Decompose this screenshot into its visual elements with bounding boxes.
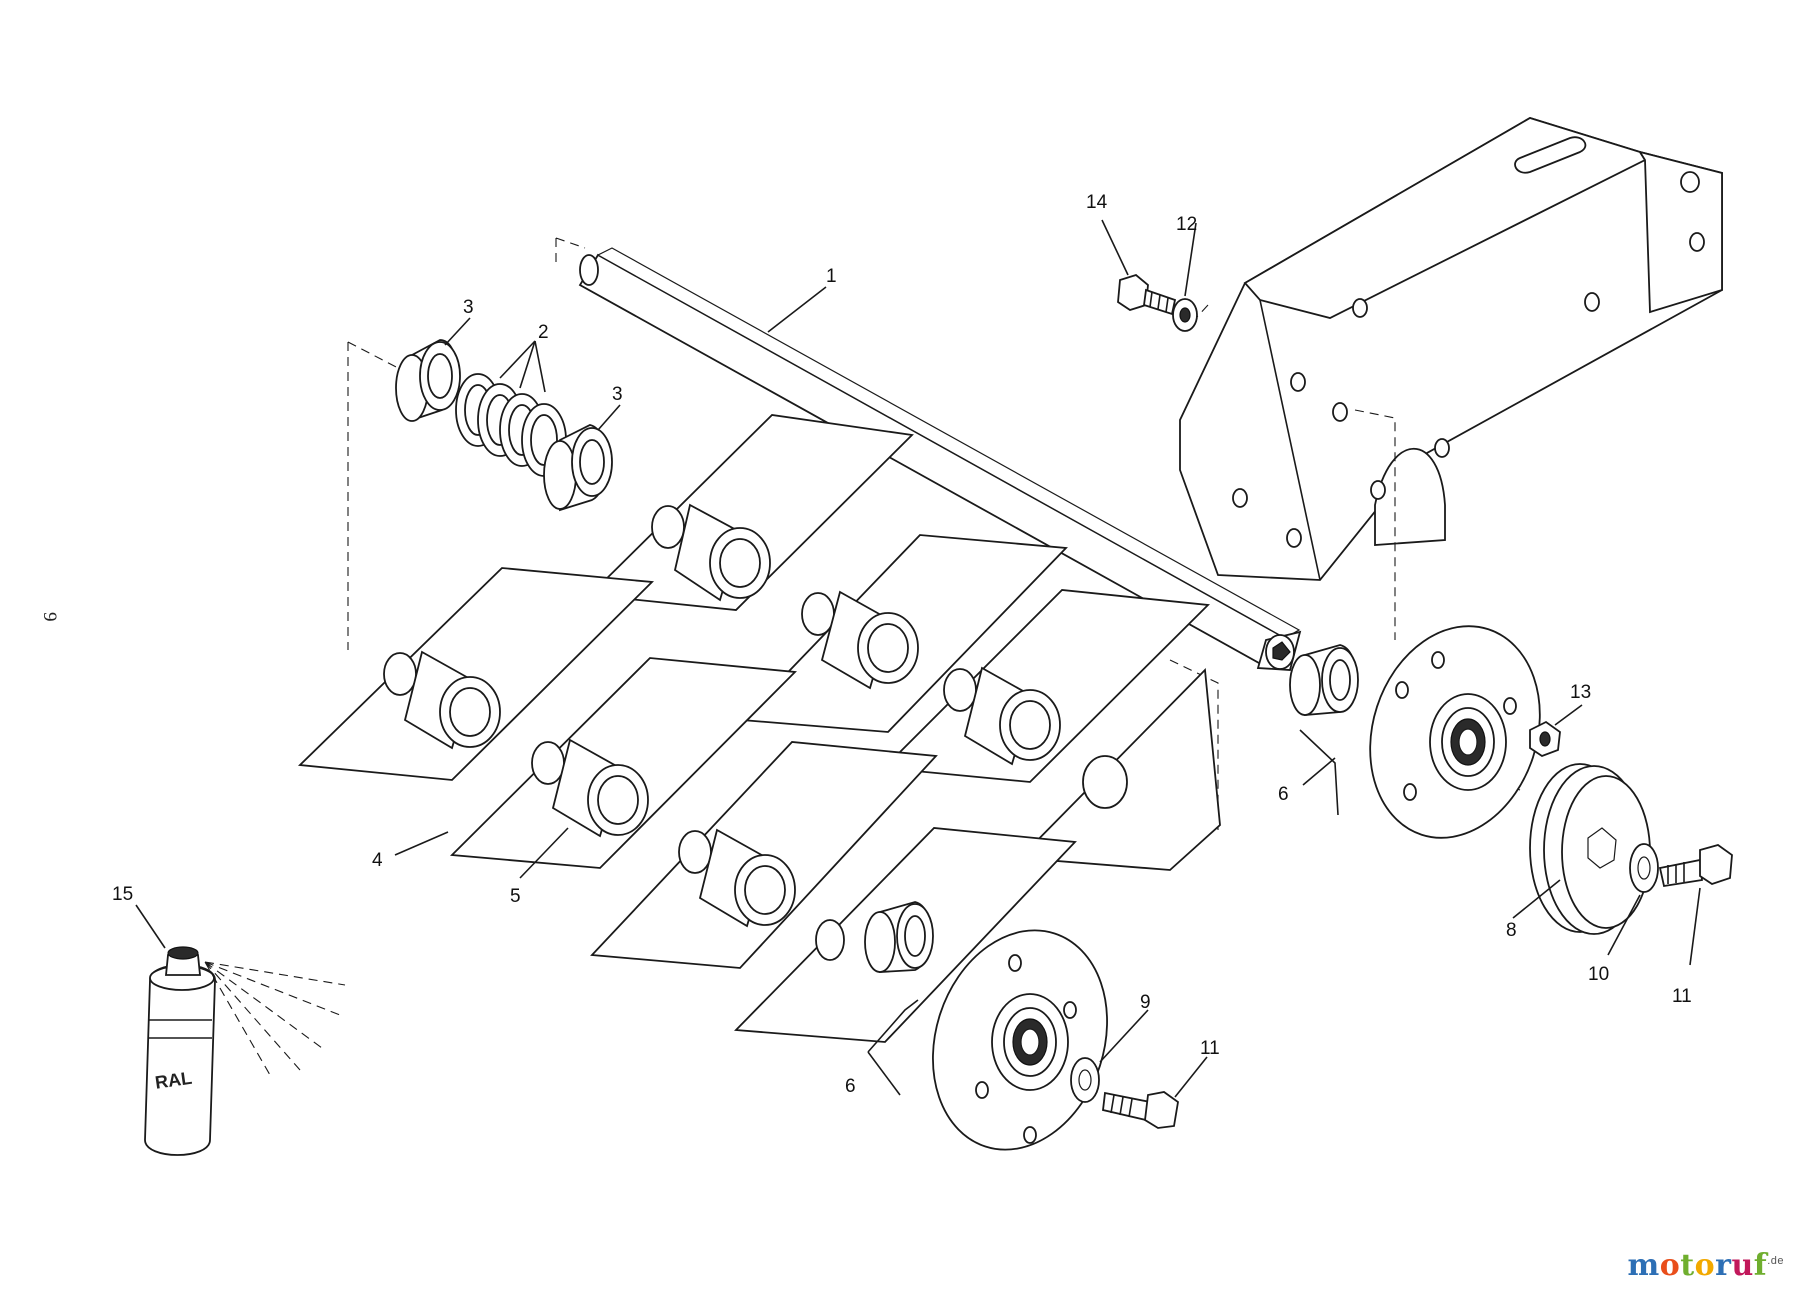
callout-13: 13 — [1570, 682, 1591, 703]
logo-letters: motoruf — [1628, 1248, 1768, 1283]
logo-letter: r — [1715, 1248, 1732, 1283]
logo-suffix: .de — [1767, 1255, 1784, 1267]
spray-paint-can: RAL — [144, 946, 346, 1156]
callout-labels: 1 2 3 3 4 5 6 6 8 9 10 11 11 12 13 14 15 — [112, 192, 1692, 1097]
leader-lines — [135, 219, 1701, 1098]
blade-stack — [297, 414, 1221, 1043]
callout-6-right: 6 — [1278, 784, 1289, 805]
callout-4: 4 — [372, 850, 383, 871]
callout-11-left: 11 — [1200, 1038, 1220, 1059]
callout-2: 2 — [538, 322, 549, 343]
callout-10: 10 — [1588, 964, 1609, 985]
callout-3-right: 3 — [612, 384, 623, 405]
pulley — [1529, 763, 1651, 935]
logo-letter: o — [1694, 1248, 1716, 1283]
bearing-assembly-right — [1289, 625, 1541, 839]
callout-15: 15 — [112, 884, 133, 905]
bolt-14 — [1117, 273, 1177, 316]
bolt-11-right — [1658, 844, 1733, 888]
drive-shaft — [578, 247, 1302, 671]
logo-letter: t — [1680, 1248, 1695, 1283]
washer-12 — [1172, 298, 1198, 332]
callout-9: 9 — [1140, 992, 1151, 1013]
bolt-11-left — [1102, 1091, 1179, 1129]
callout-12: 12 — [1176, 214, 1197, 235]
spacers-and-springs — [395, 339, 613, 512]
motoruf-watermark: motoruf.de — [1628, 1248, 1784, 1283]
callout-6-left: 6 — [845, 1076, 856, 1097]
callout-3-left: 3 — [463, 297, 474, 318]
bearing-assembly-left — [864, 901, 1108, 1151]
page-number: 9 — [39, 612, 60, 622]
callout-8: 8 — [1506, 920, 1517, 941]
nut-13 — [1529, 720, 1561, 758]
callout-5: 5 — [510, 886, 521, 907]
side-plate — [1179, 117, 1723, 581]
logo-letter: u — [1731, 1248, 1754, 1283]
washer-9 — [1070, 1057, 1100, 1103]
washer-10 — [1629, 843, 1659, 893]
callout-11-right: 11 — [1672, 986, 1692, 1007]
callout-14: 14 — [1086, 192, 1108, 213]
logo-letter: o — [1659, 1248, 1681, 1283]
logo-letter: f — [1753, 1248, 1768, 1283]
callout-1: 1 — [826, 266, 837, 287]
logo-letter: m — [1627, 1248, 1660, 1283]
